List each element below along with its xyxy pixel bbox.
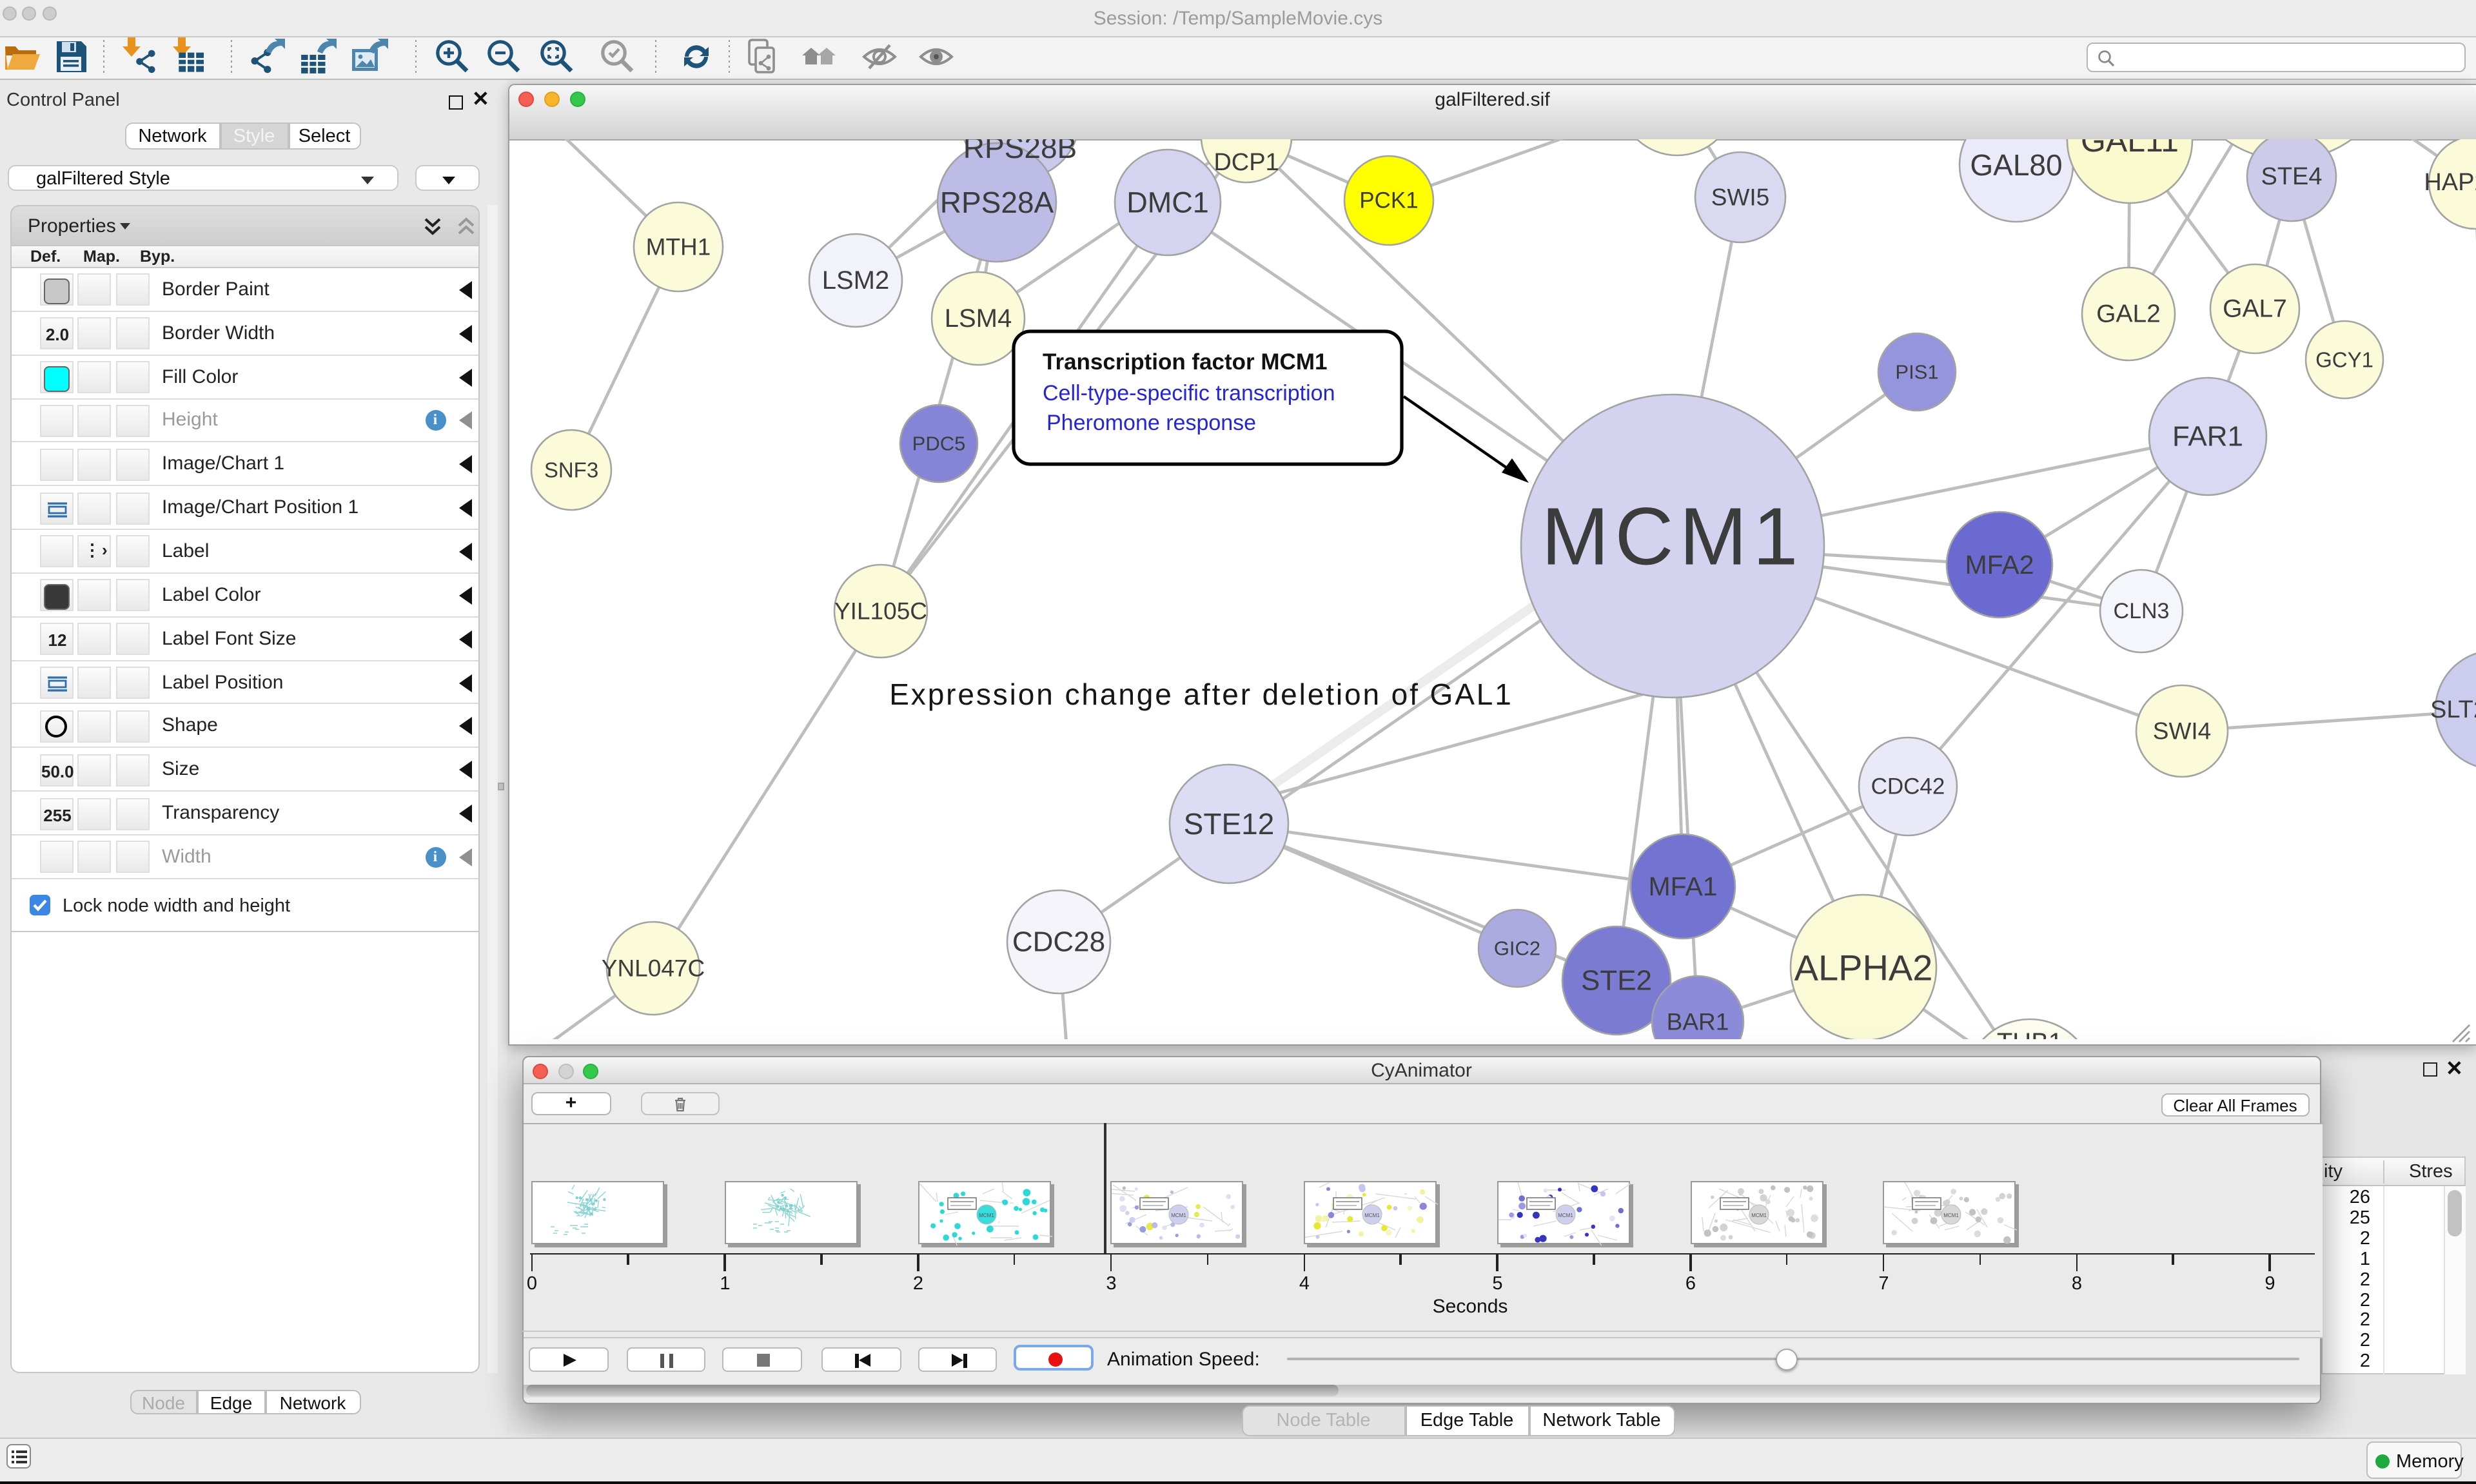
svg-text:CDC42: CDC42 bbox=[1871, 774, 1945, 799]
svg-text:PIS1: PIS1 bbox=[1894, 360, 1938, 383]
svg-text:MCM1: MCM1 bbox=[978, 1212, 994, 1218]
svg-text:Transcription factor MCM1: Transcription factor MCM1 bbox=[1042, 349, 1326, 374]
svg-text:SLT2: SLT2 bbox=[2430, 696, 2476, 723]
svg-text:CLN3: CLN3 bbox=[2113, 598, 2169, 623]
svg-text:Expression change after deleti: Expression change after deletion of GAL1 bbox=[889, 677, 1513, 710]
svg-text:DCP1: DCP1 bbox=[1213, 148, 1278, 175]
svg-text:STE12: STE12 bbox=[1183, 806, 1274, 840]
svg-text:MFA2: MFA2 bbox=[1964, 549, 2033, 579]
svg-text:DMC1: DMC1 bbox=[1126, 186, 1208, 219]
svg-text:FAR1: FAR1 bbox=[2172, 420, 2243, 452]
svg-text:Cell-type-specific transcripti: Cell-type-specific transcription bbox=[1042, 380, 1335, 405]
svg-text:PCK1: PCK1 bbox=[1359, 188, 1417, 213]
svg-text:CDC28: CDC28 bbox=[1012, 926, 1105, 957]
svg-text:GAL7: GAL7 bbox=[2222, 295, 2286, 322]
svg-text:MCM1: MCM1 bbox=[1944, 1212, 1960, 1218]
svg-text:MCM1: MCM1 bbox=[1541, 491, 1803, 581]
svg-text:GAL80: GAL80 bbox=[1969, 148, 2061, 181]
svg-text:SWI5: SWI5 bbox=[1711, 184, 1769, 210]
svg-text:TUB1: TUB1 bbox=[1996, 1028, 2062, 1039]
svg-text:PDC5: PDC5 bbox=[912, 432, 965, 454]
svg-text:YIL105C: YIL105C bbox=[834, 598, 927, 624]
svg-text:LSM2: LSM2 bbox=[821, 266, 889, 294]
svg-text:MCM1: MCM1 bbox=[1558, 1212, 1573, 1218]
svg-text:HAP2: HAP2 bbox=[2423, 168, 2476, 195]
svg-text:MCM1: MCM1 bbox=[1172, 1212, 1187, 1218]
svg-text:MCM1: MCM1 bbox=[1751, 1212, 1766, 1218]
svg-text:YNL047C: YNL047C bbox=[601, 955, 704, 981]
svg-text:RPS28A: RPS28A bbox=[939, 185, 1054, 219]
svg-text:STE2: STE2 bbox=[1580, 964, 1651, 996]
svg-text:BAR1: BAR1 bbox=[1666, 1008, 1729, 1035]
svg-text:GAL11: GAL11 bbox=[2080, 139, 2178, 158]
svg-text:ALPHA2: ALPHA2 bbox=[1794, 947, 1932, 988]
svg-text:MFA1: MFA1 bbox=[1647, 871, 1716, 901]
svg-text:Pheromone response: Pheromone response bbox=[1046, 410, 1255, 434]
svg-text:GIC2: GIC2 bbox=[1493, 937, 1540, 959]
svg-text:RPS28B: RPS28B bbox=[963, 139, 1076, 164]
svg-text:STE4: STE4 bbox=[2260, 162, 2321, 190]
svg-text:MTH1: MTH1 bbox=[645, 233, 711, 260]
svg-text:SWI4: SWI4 bbox=[2152, 718, 2210, 744]
svg-text:LSM4: LSM4 bbox=[944, 304, 1012, 332]
svg-text:GAL2: GAL2 bbox=[2096, 300, 2160, 327]
svg-text:SNF3: SNF3 bbox=[544, 458, 598, 482]
svg-text:MCM1: MCM1 bbox=[1364, 1212, 1380, 1218]
svg-text:GCY1: GCY1 bbox=[2315, 347, 2373, 371]
